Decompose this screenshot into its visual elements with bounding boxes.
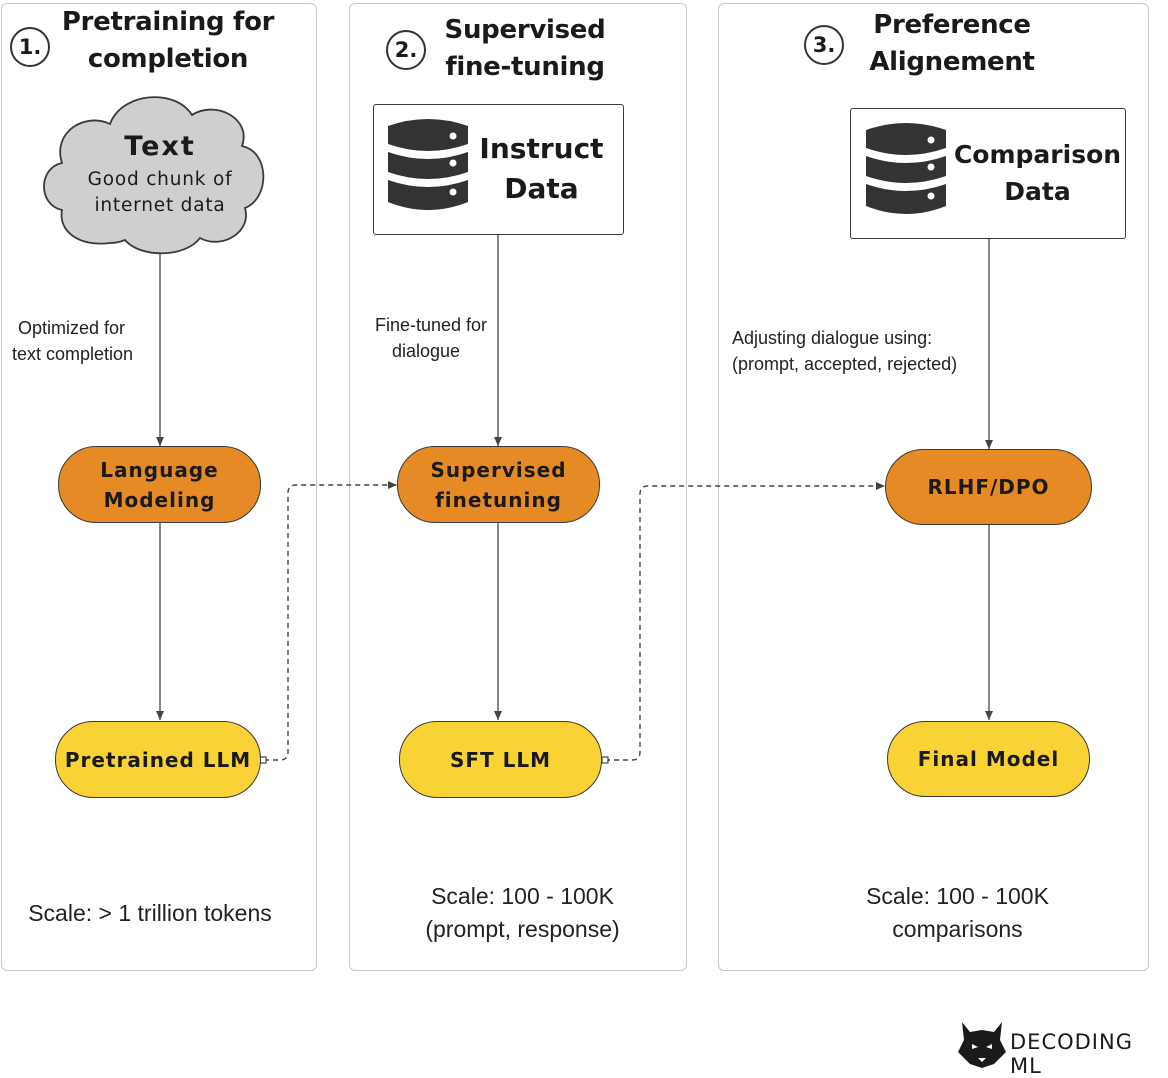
sft-llm-node: SFT LLM [399, 721, 602, 798]
step-1-badge: 1. [10, 27, 50, 67]
step-2-badge: 2. [386, 30, 426, 70]
link-pretrained-to-sft [264, 481, 397, 761]
step-3-badge: 3. [804, 25, 844, 65]
stage-1-panel [1, 3, 317, 971]
stage-3-edge-label: Adjusting dialogue using:(prompt, accept… [732, 328, 958, 374]
stage-2-panel [349, 3, 687, 971]
rlhf-dpo-node: RLHF/DPO [885, 449, 1092, 525]
text-source-title: Text [124, 131, 196, 162]
brand-name: DECODING ML [1010, 1030, 1133, 1078]
link-sftllm-to-rlhf [605, 482, 885, 761]
stage-3-panel [718, 3, 1149, 971]
stage-1-scale: Scale: > 1 trillion tokens [28, 900, 272, 926]
pretrained-llm-node: Pretrained LLM [55, 721, 261, 798]
final-model-node: Final Model [887, 721, 1090, 797]
stage-2-scale: Scale: 100 - 100K(prompt, response) [425, 883, 620, 942]
